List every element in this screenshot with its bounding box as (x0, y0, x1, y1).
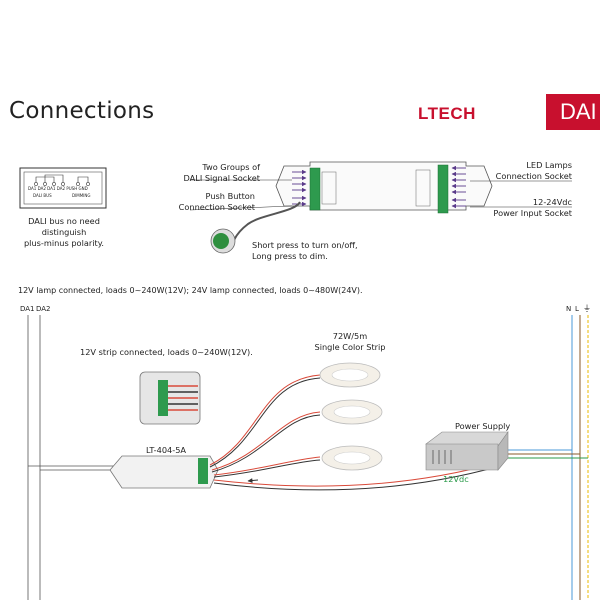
dali-signal-socket-label: Two Groups of DALI Signal Socket (183, 162, 261, 183)
push-button-note: Short press to turn on/off, Long press t… (252, 240, 358, 261)
terminal-labels: DA1 DA2 DA1 DA2 PUSH GND (28, 186, 88, 191)
terminal-legend (19, 167, 107, 209)
section-tab: DAI (546, 94, 600, 130)
page-title: Connections (9, 98, 155, 124)
group-dali-bus: DALI BUS (33, 193, 52, 198)
mains-lines (500, 315, 589, 600)
strip-note: 12V strip connected, loads 0~240W(12V). (80, 347, 253, 357)
strip-reel-3 (321, 445, 383, 471)
ltech-logo: LTECH (418, 104, 476, 124)
earth-icon: ⏚ (583, 304, 591, 313)
bus-label-da2: DA2 (36, 305, 51, 313)
controller-model-label: LT-404-5A (146, 445, 187, 455)
terminal-zoom-inset (139, 371, 201, 425)
voltage-label: 12Vdc (443, 474, 469, 484)
strip-reel-2 (321, 399, 383, 425)
controller-device (109, 455, 219, 489)
power-input-socket-label: 12-24Vdc Power Input Socket (493, 197, 572, 218)
mains-label-n: N (566, 305, 572, 313)
power-supply-device (425, 431, 509, 471)
power-supply-label: Power Supply (455, 421, 511, 431)
led-lamps-socket-label: LED Lamps Connection Socket (495, 160, 572, 181)
strip-wires (209, 374, 501, 491)
push-button-icon (213, 233, 229, 249)
load-note: 12V lamp connected, loads 0~240W(12V); 2… (18, 286, 363, 295)
group-dimming: DIMMING (72, 193, 91, 198)
legend-note: DALI bus no need distinguish plus-minus … (23, 216, 104, 248)
logo-text: LTECH (418, 104, 476, 123)
mains-label-l: L (575, 305, 579, 313)
controller-top-view (189, 161, 572, 254)
push-button-socket-label: Push Button Connection Socket (178, 191, 255, 212)
strip-reel-1 (319, 362, 381, 388)
strip-label: 72W/5m Single Color Strip (314, 331, 386, 352)
bus-label-da1: DA1 (20, 305, 35, 313)
led-strip-reels (319, 362, 383, 471)
